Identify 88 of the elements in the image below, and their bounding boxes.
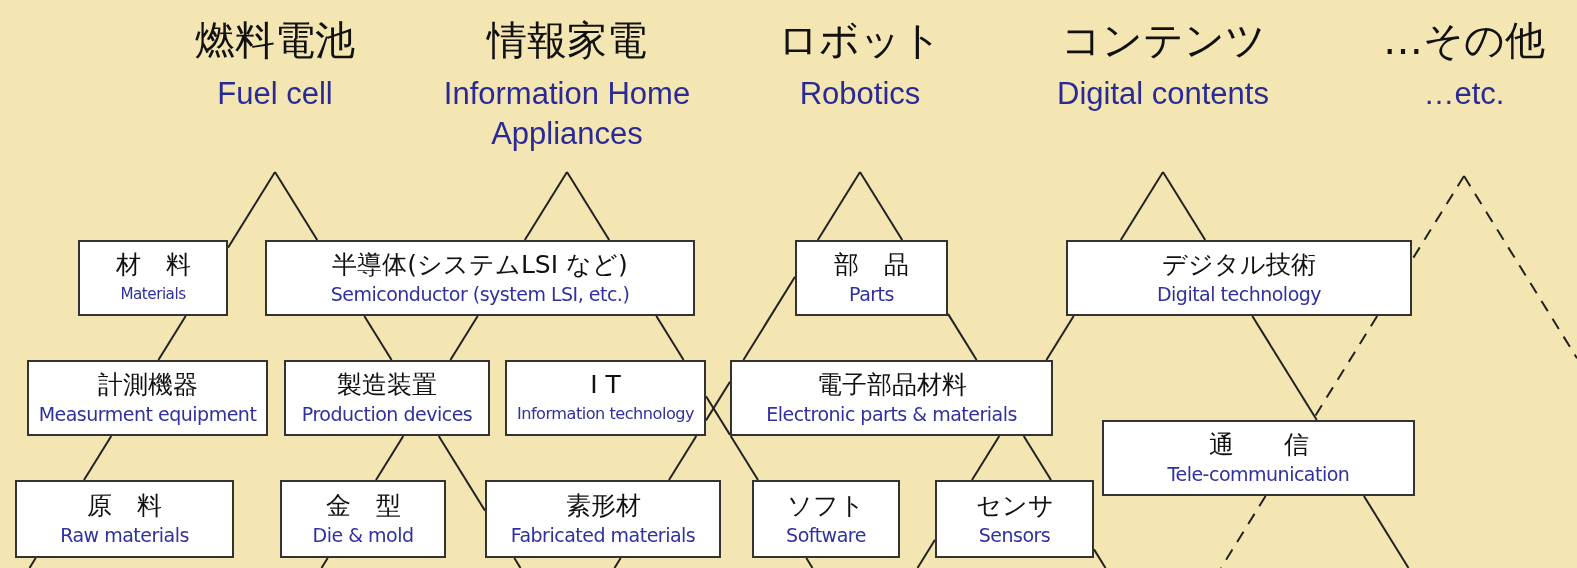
connector-line <box>1362 495 1410 568</box>
connector-line <box>805 557 814 568</box>
dashed-line <box>1463 175 1577 360</box>
label-box <box>280 480 446 558</box>
connector-line <box>83 435 113 481</box>
connector-line <box>523 171 568 241</box>
box-title: 部 品 <box>834 249 909 281</box>
subheading-text: Information Home Appliances <box>442 75 692 153</box>
connector-line <box>1119 171 1164 241</box>
label-box <box>78 240 228 316</box>
box-subtitle: Semiconductor (system LSI, etc.) <box>330 282 630 307</box>
subheading-text: Digital contents <box>1057 75 1269 113</box>
label-box <box>505 360 706 436</box>
label-box <box>27 360 268 436</box>
connector-line <box>705 395 731 436</box>
box-title: 半導体(システムLSI など) <box>332 249 628 281</box>
box-title: 電子部品材料 <box>816 369 967 401</box>
connector-line <box>157 315 187 361</box>
box-title: センサ <box>975 490 1054 522</box>
label-box <box>1102 420 1415 496</box>
connector-line <box>947 312 978 361</box>
box-title: 計測機器 <box>97 369 198 401</box>
heading-text: …その他 <box>1383 16 1545 65</box>
connector-line <box>705 380 731 422</box>
connector-line <box>513 557 522 568</box>
connector-line <box>1251 315 1318 421</box>
connector-line <box>375 435 405 481</box>
label-box <box>935 480 1094 558</box>
heading-text: コンテンツ <box>1060 16 1266 65</box>
label-box <box>795 240 948 316</box>
connector-line <box>1162 171 1207 241</box>
connector-line <box>971 435 1001 481</box>
box-subtitle: Parts <box>849 282 894 307</box>
connector-line <box>668 435 698 481</box>
box-subtitle: Fabricated materials <box>510 523 696 548</box>
label-box <box>1066 240 1412 316</box>
box-subtitle: Software <box>786 523 866 548</box>
connector-line <box>655 315 685 361</box>
label-box <box>485 480 721 558</box>
connector-line <box>816 171 861 241</box>
box-subtitle: Production devices <box>301 402 473 427</box>
connector-line <box>742 275 796 361</box>
connector-line <box>274 171 319 241</box>
box-subtitle: Measurment equipment <box>38 402 257 427</box>
connector-line <box>28 557 37 568</box>
connector-line <box>320 557 329 568</box>
connector-line <box>363 315 393 361</box>
connector-line <box>449 315 479 361</box>
connector-line <box>566 171 611 241</box>
subheading-text: …etc. <box>1423 75 1505 113</box>
connector-line <box>613 557 622 568</box>
dashed-line <box>1411 175 1465 261</box>
connector-line <box>227 171 276 249</box>
box-subtitle: Raw materials <box>60 523 189 548</box>
connector-line <box>859 171 904 241</box>
box-title: 通 信 <box>1208 429 1309 461</box>
label-box <box>284 360 490 436</box>
connector-line <box>1022 435 1052 481</box>
box-subtitle: Materials <box>120 284 186 305</box>
heading-text: ロボット <box>778 16 942 65</box>
heading-text: 情報家電 <box>487 16 647 65</box>
label-box <box>15 480 234 558</box>
box-subtitle: Electronic parts & materials <box>766 402 1017 427</box>
label-box <box>265 240 695 316</box>
label-box <box>752 480 900 558</box>
box-subtitle: Digital technology <box>1156 282 1322 307</box>
box-subtitle: Sensors <box>978 523 1051 548</box>
box-title: 素形材 <box>565 490 641 522</box>
subheading-text: Fuel cell <box>217 75 333 113</box>
box-title: ソフト <box>787 490 865 522</box>
box-subtitle: Die & mold <box>312 523 414 548</box>
dashed-line <box>1220 495 1267 568</box>
subheading-text: Robotics <box>799 75 921 113</box>
connector-line <box>1093 548 1107 568</box>
box-title: I T <box>590 369 621 401</box>
label-box <box>730 360 1053 436</box>
box-title: 原 料 <box>87 490 162 522</box>
heading-text: 燃料電池 <box>195 16 355 65</box>
box-title: 材 料 <box>115 249 191 281</box>
connector-line <box>729 435 759 481</box>
box-title: 製造装置 <box>337 369 437 401</box>
connector-line <box>1045 315 1075 361</box>
box-subtitle: Information technology <box>516 403 695 425</box>
box-subtitle: Tele-communication <box>1167 462 1350 487</box>
box-title: デジタル技術 <box>1162 249 1316 281</box>
connector-line <box>437 435 486 512</box>
box-title: 金 型 <box>325 490 401 522</box>
connector-line <box>916 538 936 568</box>
